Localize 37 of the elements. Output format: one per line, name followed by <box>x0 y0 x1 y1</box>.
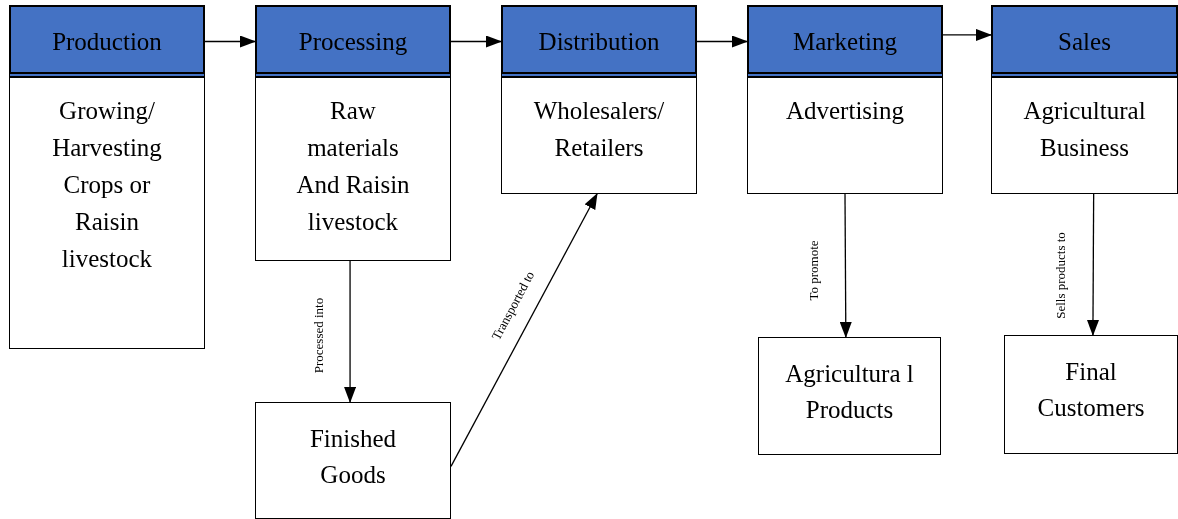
process-box <box>758 337 941 455</box>
arrow <box>1087 193 1099 336</box>
process-box <box>1004 335 1178 454</box>
box-text: Agricultura l Products <box>784 359 915 425</box>
stage-header <box>747 5 943 78</box>
stage-title: Marketing <box>792 27 898 57</box>
process-box <box>255 77 451 261</box>
stage-title: Production <box>52 27 162 57</box>
box-text: Agricultural Business <box>1022 96 1147 163</box>
arrow <box>450 193 598 467</box>
box-text: Growing/ Harvesting Crops or Raisin livestock <box>51 96 163 274</box>
stage-header <box>501 5 697 78</box>
arrow <box>450 35 502 48</box>
box-text: Final Customers <box>1036 357 1146 423</box>
arrow <box>204 35 256 48</box>
box-text: Finished Goods <box>308 424 398 490</box>
stage-title: Sales <box>1058 27 1111 57</box>
edge-label: To promote <box>805 239 821 301</box>
arrow <box>696 35 748 48</box>
box-text: Wholesalers/ Retailers <box>532 96 666 163</box>
edge-label: Processed into <box>310 297 326 373</box>
arrow <box>344 260 357 403</box>
process-box <box>255 402 451 519</box>
stage-title: Distribution <box>538 27 660 57</box>
edge-label: Sells products to <box>1052 231 1068 319</box>
process-box <box>9 77 205 349</box>
process-box <box>747 77 943 194</box>
stage-header <box>9 5 205 78</box>
stage-header <box>255 5 451 78</box>
box-text: Advertising <box>785 96 904 126</box>
process-box <box>991 77 1178 194</box>
stage-title: Processing <box>298 27 408 57</box>
stage-header <box>991 5 1178 78</box>
arrow <box>839 193 852 338</box>
box-text: Raw materials And Raisin livestock <box>295 96 411 237</box>
process-box <box>501 77 697 194</box>
arrow <box>942 28 992 41</box>
